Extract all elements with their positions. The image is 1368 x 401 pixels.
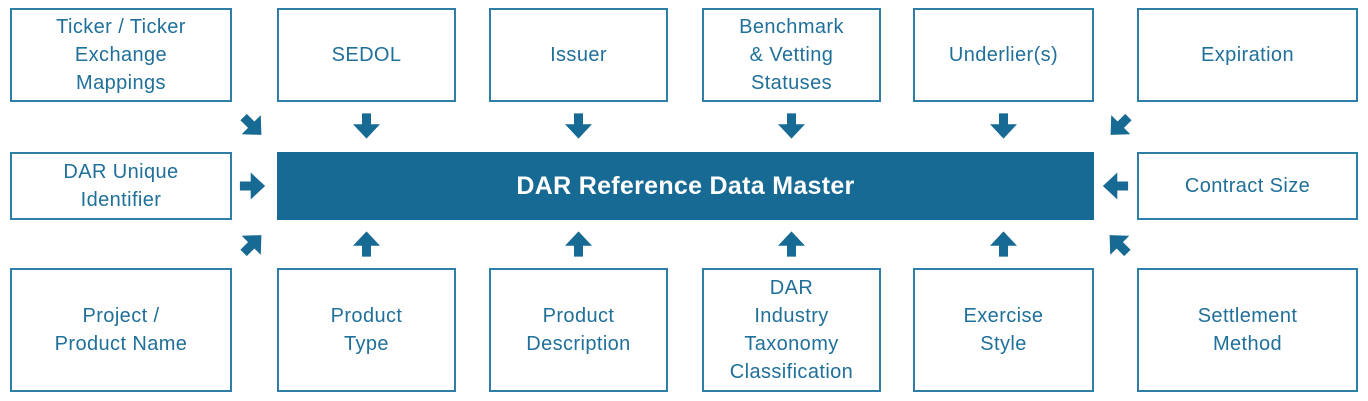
- arrow-down-left-icon: [1101, 107, 1138, 144]
- box-dar-industry-taxonomy-classification: DAR Industry Taxonomy Classification: [702, 268, 881, 392]
- arrow-down-right-icon: [234, 107, 271, 144]
- box-underliers: Underlier(s): [913, 8, 1094, 102]
- box-issuer: Issuer: [489, 8, 668, 102]
- box-label: Exercise Style: [963, 305, 1044, 355]
- box-label: DAR Unique Identifier: [63, 161, 179, 211]
- arrow-up-icon: [565, 231, 592, 257]
- arrow-down-icon: [353, 113, 380, 139]
- arrow-up-icon: [778, 231, 805, 257]
- arrow-down-icon: [565, 113, 592, 139]
- arrow-right-icon: [239, 172, 266, 200]
- box-product-description: Product Description: [489, 268, 668, 392]
- arrow-down-icon: [778, 113, 805, 139]
- box-project-product-name: Project / Product Name: [10, 268, 232, 392]
- arrow-up-icon: [990, 231, 1017, 257]
- box-ticker-exchange-mappings: Ticker / Ticker Exchange Mappings: [10, 8, 232, 102]
- box-label: Underlier(s): [948, 44, 1059, 66]
- box-benchmark-vetting-statuses: Benchmark & Vetting Statuses: [702, 8, 881, 102]
- arrow-down-icon: [990, 113, 1017, 139]
- arrow-up-left-icon: [1100, 225, 1137, 262]
- box-label: Product Type: [330, 305, 403, 355]
- box-label: Contract Size: [1184, 175, 1311, 197]
- box-label: Project / Product Name: [54, 305, 188, 355]
- arrow-left-icon: [1102, 172, 1129, 200]
- box-label: SEDOL: [331, 44, 402, 66]
- box-exercise-style: Exercise Style: [913, 268, 1094, 392]
- box-sedol: SEDOL: [277, 8, 456, 102]
- box-label: Benchmark & Vetting Statuses: [739, 16, 844, 94]
- banner-title: DAR Reference Data Master: [516, 171, 855, 200]
- box-label: Expiration: [1201, 44, 1294, 66]
- box-contract-size: Contract Size: [1137, 152, 1358, 220]
- center-banner-dar-reference-data-master: DAR Reference Data Master: [277, 152, 1094, 220]
- box-dar-unique-identifier: DAR Unique Identifier: [10, 152, 232, 220]
- arrow-up-icon: [353, 231, 380, 257]
- box-label: DAR Industry Taxonomy Classification: [729, 277, 854, 383]
- box-label: Product Description: [526, 305, 631, 355]
- box-settlement-method: Settlement Method: [1137, 268, 1358, 392]
- box-label: Ticker / Ticker Exchange Mappings: [56, 16, 186, 94]
- box-label: Settlement Method: [1197, 305, 1298, 355]
- box-expiration: Expiration: [1137, 8, 1358, 102]
- box-label: Issuer: [550, 44, 607, 66]
- arrow-up-right-icon: [234, 225, 271, 262]
- box-product-type: Product Type: [277, 268, 456, 392]
